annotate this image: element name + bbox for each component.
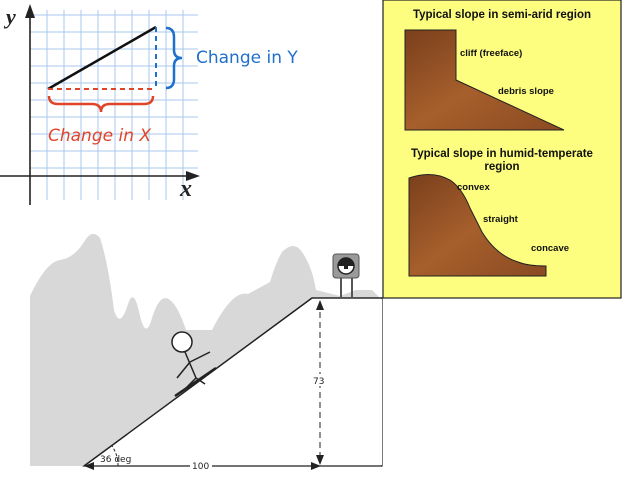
base-arrow-left-icon xyxy=(84,462,94,470)
hill-comic: 36 deg 73 100 xyxy=(30,233,383,472)
height-arrow-top-icon xyxy=(316,300,324,310)
straight-label: straight xyxy=(483,214,519,225)
humid-title-line1: Typical slope in humid-temperate xyxy=(411,148,593,160)
sign-icon xyxy=(332,253,360,298)
slope-graph: y x Change in Y Change in X xyxy=(0,4,298,205)
change-x-label: Change in X xyxy=(48,126,151,146)
angle-label: 36 deg xyxy=(100,455,131,465)
x-axis-arrow-icon xyxy=(186,171,200,181)
debris-label: debris slope xyxy=(498,86,554,97)
cliff-label: cliff (freeface) xyxy=(460,48,522,59)
height-arrow-bottom-icon xyxy=(316,455,324,465)
base-label: 100 xyxy=(192,462,209,472)
y-axis-arrow-icon xyxy=(25,4,35,18)
stick-figure-icon xyxy=(171,331,217,398)
semi-arid-title: Typical slope in semi-arid region xyxy=(413,9,591,21)
base-arrow-right-icon xyxy=(311,462,321,470)
humid-title-line2: region xyxy=(484,161,519,173)
change-y-label: Change in Y xyxy=(196,48,298,68)
angle-arc xyxy=(111,445,119,467)
hill-slope-edge xyxy=(83,297,313,467)
humid-slope-profile xyxy=(408,174,547,277)
height-label: 73 xyxy=(313,377,324,387)
slope-line xyxy=(47,25,157,91)
background-mountains xyxy=(30,233,380,466)
semi-arid-slope-profile xyxy=(404,29,565,131)
slope-panel: Typical slope in semi-arid region cliff … xyxy=(382,0,622,299)
concave-label: concave xyxy=(531,243,569,254)
x-axis-label: x xyxy=(179,176,192,202)
change-x-brace xyxy=(47,95,155,113)
convex-label: convex xyxy=(457,182,490,193)
y-axis-label: y xyxy=(3,4,16,29)
change-y-brace xyxy=(165,26,183,90)
